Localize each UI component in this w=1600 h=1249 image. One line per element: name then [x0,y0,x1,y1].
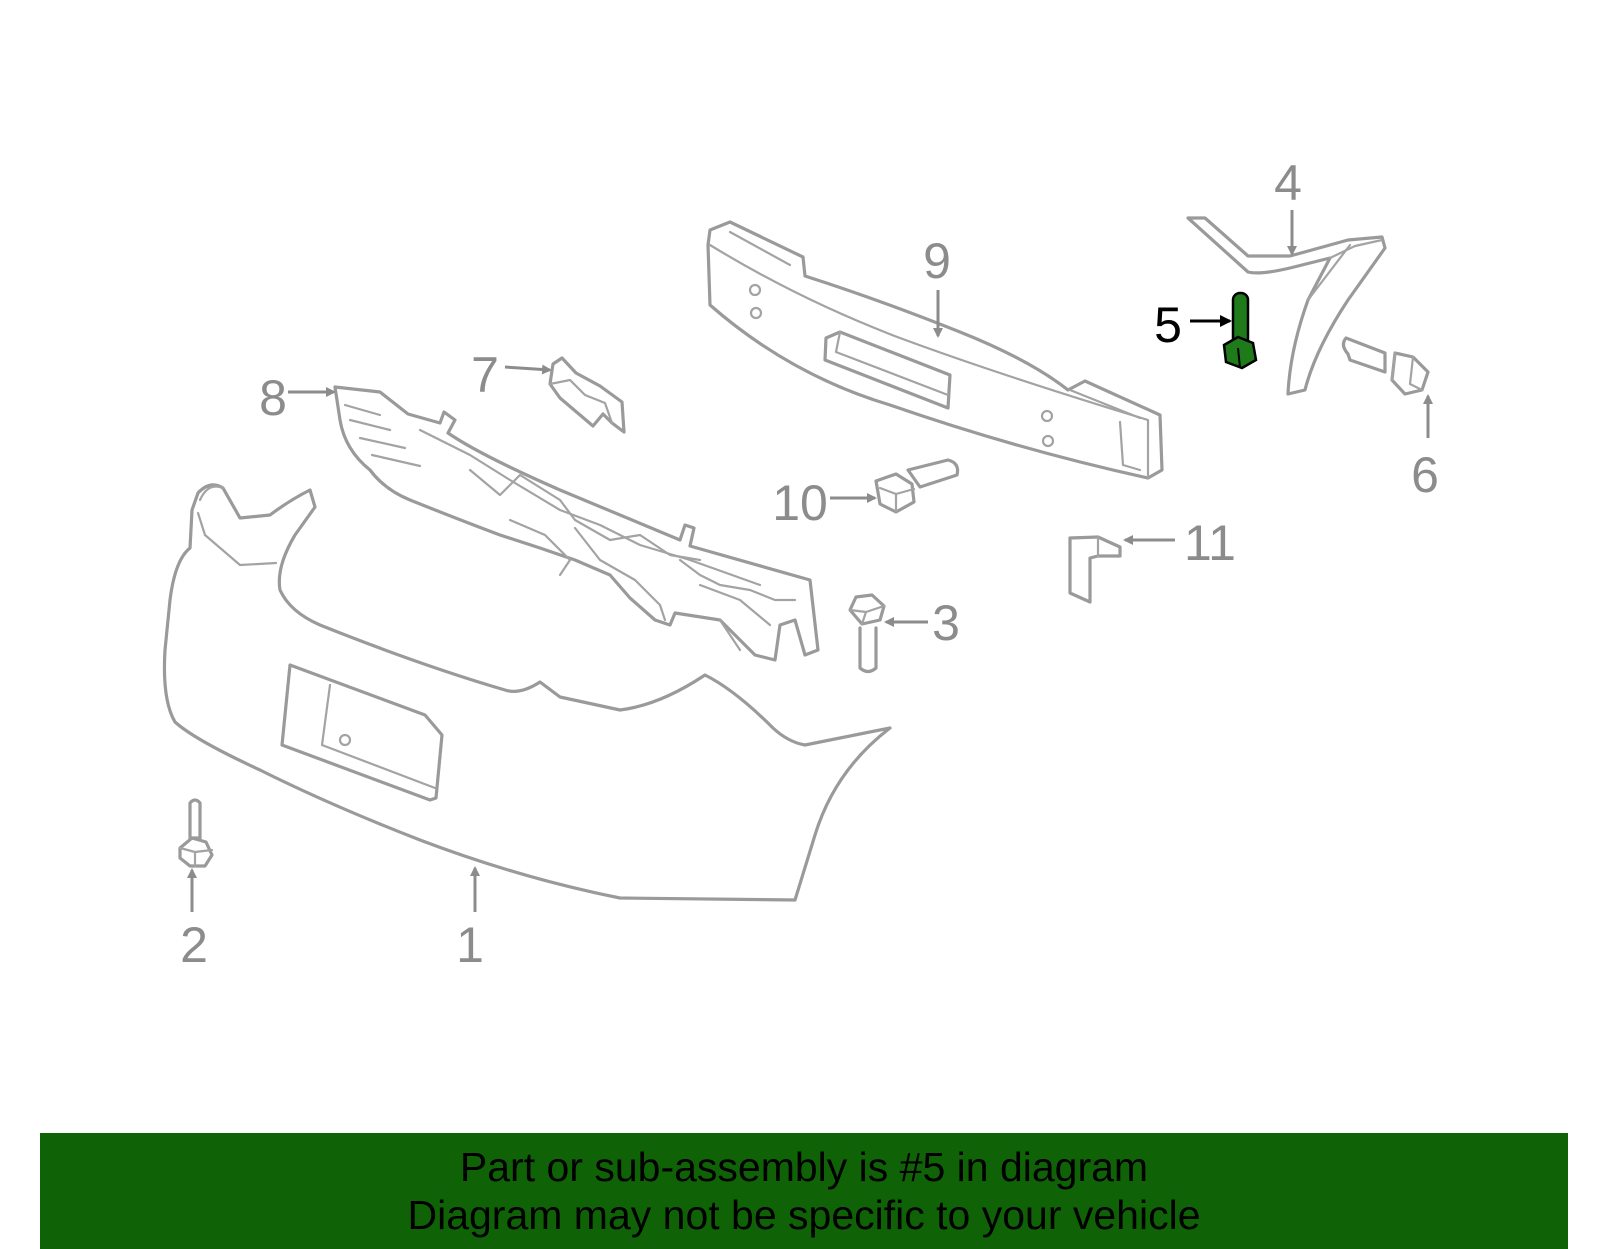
callout-9: 9 [923,233,951,289]
side-bracket-part-4 [1186,216,1387,396]
energy-absorber-part [333,385,820,662]
impact-bar-part [706,220,1164,480]
callout-11: 11 [1184,515,1236,571]
callout-1: 1 [456,917,484,973]
callout-arrows [187,210,1433,912]
callout-8: 8 [259,370,287,426]
bolt-part-3 [848,593,886,674]
bracket-part-7 [548,356,626,434]
callout-10: 10 [772,475,828,531]
callout-4: 4 [1274,155,1302,211]
callout-6: 6 [1411,447,1439,503]
bolt-part-6 [1341,336,1430,396]
bolt-part-10 [874,458,960,514]
banner-line-disclaimer: Diagram may not be specific to your vehi… [407,1192,1201,1238]
bolt-part-2 [178,798,214,868]
banner-line-part-number: Part or sub-assembly is #5 in diagram [459,1144,1149,1190]
bolt-part-5-highlighted [1222,291,1258,370]
info-banner: Part or sub-assembly is #5 in diagram Di… [40,1133,1568,1249]
callout-5: 5 [1154,297,1182,353]
callout-3: 3 [932,595,960,651]
callout-2: 2 [180,917,208,973]
bumper-cover-part [162,483,892,902]
bracket-part-11 [1068,535,1122,604]
callout-7: 7 [471,347,499,403]
